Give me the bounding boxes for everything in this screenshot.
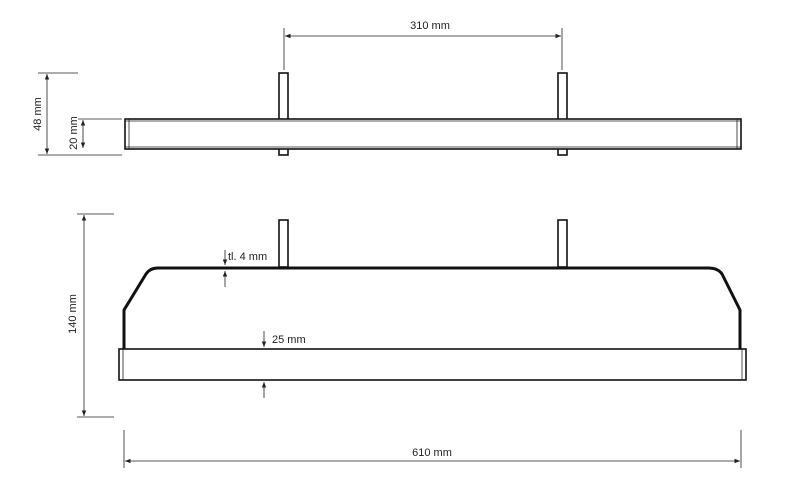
base-thickness-label: 25 mm: [272, 334, 306, 346]
mounting-pin-left: [278, 219, 289, 268]
mounting-pin-right: [557, 72, 568, 156]
thickness-label: tl. 4 mm: [228, 251, 267, 263]
body-outline: [122, 266, 742, 349]
side-view: tl. 4 mm 25 mm 140 mm 610 mm: [67, 213, 747, 468]
mounting-pin-left: [278, 72, 289, 156]
total-width-dimension-label: 610 mm: [412, 447, 452, 459]
span-dimension-label: 310 mm: [410, 20, 450, 32]
top-view: 310 mm 48 mm 20 mm: [32, 20, 742, 156]
base-plate: [118, 348, 747, 381]
top-bar: [124, 118, 742, 150]
height-dimension-label: 48 mm: [32, 97, 44, 131]
mounting-pin-right: [557, 219, 568, 268]
total-height-dimension-label: 140 mm: [67, 294, 79, 334]
bar-height-dimension-label: 20 mm: [68, 116, 80, 150]
